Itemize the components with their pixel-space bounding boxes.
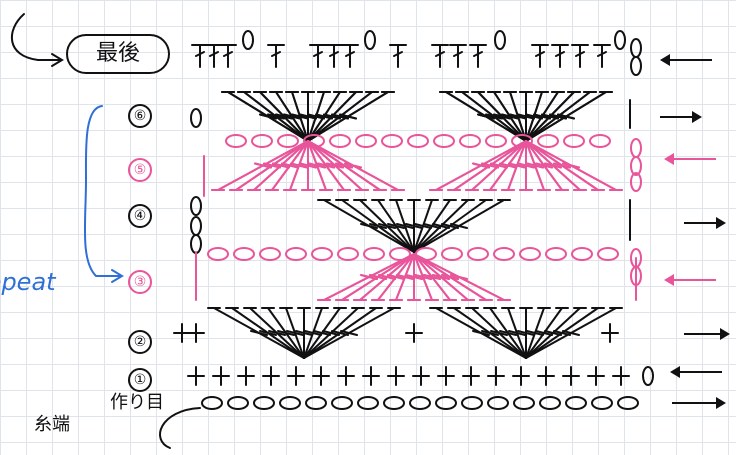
chain-stitch-icon: [488, 397, 508, 409]
chain-stitch-icon: [590, 135, 610, 147]
chain-stitch-icon: [546, 248, 566, 260]
chain-stitch-icon: [434, 135, 454, 147]
chain-stitch-icon: [254, 397, 274, 409]
repeat-bracket-icon: [85, 106, 120, 276]
direction-arrow-icon: [12, 14, 60, 60]
chain-stitch-icon: [618, 397, 638, 409]
chain-stitch-icon: [280, 397, 300, 409]
chain-stitch-icon: [410, 397, 430, 409]
chain-stitch-icon: [306, 397, 326, 409]
chain-stitch-icon: [260, 248, 280, 260]
chain-stitch-icon: [442, 248, 462, 260]
chain-stitch-icon: [572, 248, 592, 260]
chain-stitch-icon: [226, 135, 246, 147]
chain-stitch-icon: [564, 135, 584, 147]
chain-stitch-icon: [390, 248, 410, 260]
chain-stitch-icon: [365, 31, 375, 49]
chain-stitch-icon: [330, 135, 350, 147]
direction-arrow-icon: [666, 279, 716, 281]
chain-stitch-icon: [191, 235, 201, 253]
chain-stitch-icon: [468, 248, 488, 260]
chain-stitch-icon: [486, 135, 506, 147]
chain-stitch-icon: [598, 248, 618, 260]
repeat-label: Repeat: [0, 268, 56, 296]
chain-stitch-icon: [332, 397, 352, 409]
chain-stitch-icon: [243, 31, 253, 49]
chain-stitch-icon: [631, 57, 641, 75]
chain-stitch-icon: [364, 248, 384, 260]
chain-stitch-icon: [520, 248, 540, 260]
row-number-5: ⑤: [128, 158, 152, 182]
chain-stitch-icon: [408, 135, 428, 147]
chain-stitch-icon: [615, 31, 625, 49]
chain-stitch-icon: [358, 397, 378, 409]
chain-stitch-icon: [191, 109, 201, 127]
chain-stitch-icon: [631, 39, 641, 57]
chain-stitch-icon: [252, 135, 272, 147]
chain-stitch-icon: [202, 397, 222, 409]
chain-stitch-icon: [278, 135, 298, 147]
direction-arrow-icon: [666, 158, 716, 160]
final-row-label: 最後: [66, 34, 170, 74]
final-row-text: 最後: [96, 41, 140, 66]
chain-stitch-icon: [643, 367, 653, 385]
chain-stitch-icon: [234, 248, 254, 260]
direction-arrow-icon: [660, 116, 700, 118]
chain-stitch-icon: [228, 397, 248, 409]
direction-arrow-icon: [672, 402, 724, 404]
chain-stitch-icon: [208, 248, 228, 260]
chain-stitch-icon: [540, 397, 560, 409]
chain-stitch-icon: [460, 135, 480, 147]
chain-stitch-icon: [356, 135, 376, 147]
row-number-4: ④: [128, 204, 152, 228]
chain-stitch-icon: [494, 248, 514, 260]
direction-arrow-icon: [684, 333, 728, 335]
chain-stitch-icon: [462, 397, 482, 409]
chain-stitch-icon: [495, 31, 505, 49]
chain-stitch-icon: [592, 397, 612, 409]
chain-stitch-icon: [416, 248, 436, 260]
row-number-6: ⑥: [128, 104, 152, 128]
direction-arrow-icon: [672, 371, 722, 373]
direction-arrow-icon: [684, 222, 724, 224]
row-number-2: ②: [128, 330, 152, 354]
chain-stitch-icon: [538, 135, 558, 147]
yarn-end-label: 糸端: [34, 410, 70, 436]
chain-stitch-icon: [382, 135, 402, 147]
chain-stitch-icon: [566, 397, 586, 409]
chain-stitch-icon: [514, 397, 534, 409]
chain-stitch-icon: [286, 248, 306, 260]
chain-stitch-icon: [191, 217, 201, 235]
row-number-3: ③: [128, 270, 152, 294]
chain-stitch-icon: [384, 397, 404, 409]
foundation-chain-label: 作り目: [110, 388, 164, 414]
chain-stitch-icon: [631, 139, 641, 157]
chain-stitch-icon: [338, 248, 358, 260]
chain-stitch-icon: [312, 248, 332, 260]
chain-stitch-icon: [191, 197, 201, 215]
chain-stitch-icon: [436, 397, 456, 409]
yarn-end-curve-icon: [160, 408, 200, 448]
direction-arrow-icon: [662, 59, 712, 61]
